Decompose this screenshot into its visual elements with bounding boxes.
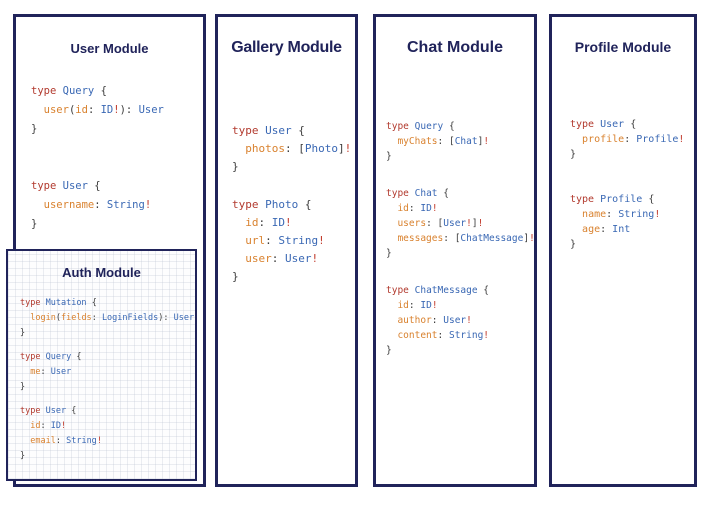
code-block: type User { profile: Profile!} — [570, 119, 685, 160]
auth-module-box: Auth Module type Mutation { login(fields… — [6, 249, 197, 481]
graphql-code: type Query { myChats: [Chat]!} type Chat … — [386, 119, 535, 358]
code-block: type Query { me: User} — [20, 352, 82, 392]
code-block: type Profile { name: String! age: Int} — [570, 194, 661, 250]
graphql-code: type User { profile: Profile!} type Profi… — [570, 117, 694, 252]
code-block: type Mutation { login(fields: LoginField… — [20, 298, 195, 338]
code-block: type ChatMessage { id: ID! author: User!… — [386, 285, 490, 356]
code-block: type Query { myChats: [Chat]!} — [386, 121, 490, 162]
code-block: type User { photos: [Photo]!} — [232, 124, 352, 173]
code-block: type Query { user(id: ID!): User} — [31, 85, 164, 135]
gallery-module-box: Gallery Module type User { photos: [Phot… — [215, 14, 358, 487]
module-title: User Module — [70, 41, 149, 56]
graphql-code: type Query { user(id: ID!): User} type Us… — [31, 82, 203, 234]
chat-module-box: Chat Module type Query { myChats: [Chat]… — [373, 14, 537, 487]
graphql-code: type User { photos: [Photo]!} type Photo … — [232, 122, 355, 286]
module-title: Gallery Module — [231, 39, 342, 56]
module-title: Auth Module — [62, 265, 141, 280]
code-block: type User { id: ID! email: String!} — [20, 406, 102, 461]
code-block: type User { username: String!} — [31, 180, 152, 230]
code-block: type Chat { id: ID! users: [User!]! mess… — [386, 188, 535, 259]
profile-module-box: Profile Module type User { profile: Prof… — [549, 14, 697, 487]
graphql-code: type Mutation { login(fields: LoginField… — [20, 296, 195, 464]
module-title: Profile Module — [574, 39, 672, 55]
code-block: type Photo { id: ID! url: String! user: … — [232, 198, 325, 283]
module-title: Chat Module — [407, 39, 503, 56]
